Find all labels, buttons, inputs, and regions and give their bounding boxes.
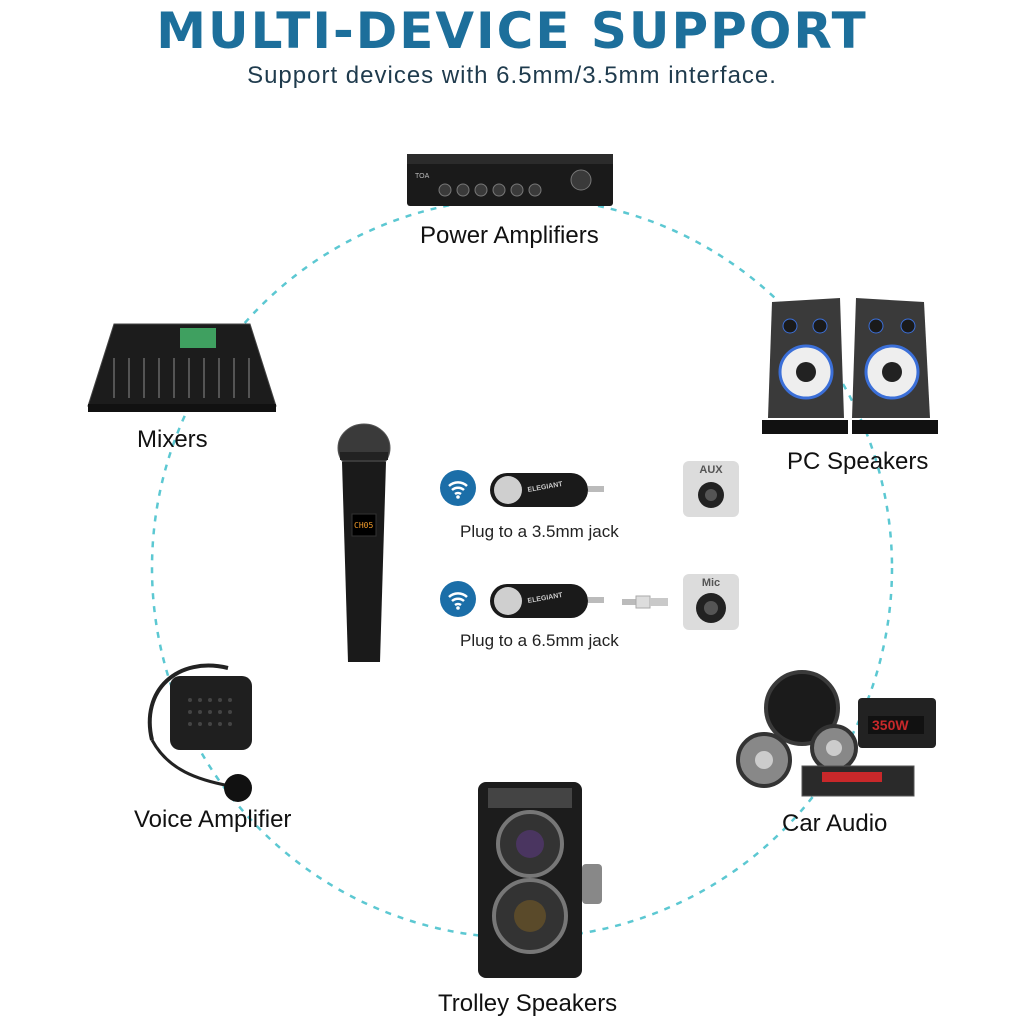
- pc-speakers-image: [760, 292, 940, 438]
- mixing-console-image: [84, 318, 280, 414]
- plug-35mm-label: Plug to a 3.5mm jack: [460, 522, 619, 541]
- car-audio-label: Car Audio: [782, 810, 888, 837]
- voice-amplifier-image: [138, 650, 268, 806]
- car-audio-badge: 350W: [872, 717, 909, 733]
- wireless-microphone-image: CH05: [334, 422, 394, 672]
- mic-jack-label: Mic: [701, 577, 721, 589]
- wifi-icon: [440, 470, 476, 506]
- receiver-dongle-image: ELEGIANT: [488, 581, 608, 621]
- car-audio-image: 350W: [736, 668, 940, 804]
- plug-65mm-label: Plug to a 6.5mm jack: [460, 631, 619, 650]
- mixers-label: Mixers: [137, 426, 208, 453]
- trolley-speaker-image: [474, 778, 606, 982]
- amplifier-brand: TOA: [415, 173, 430, 180]
- wifi-icon: [440, 581, 476, 617]
- voice-amplifier-label: Voice Amplifier: [134, 806, 292, 833]
- adapter-plug-icon: [620, 592, 670, 612]
- aux-jack-label: AUX: [699, 464, 723, 476]
- pc-speakers-label: PC Speakers: [787, 448, 929, 475]
- power-amplifier-image: TOA: [405, 148, 615, 210]
- trolley-speakers-label: Trolley Speakers: [438, 990, 618, 1017]
- page-title: MULTI-DEVICE SUPPORT: [156, 2, 868, 60]
- mic-jack-icon: Mic: [683, 574, 739, 630]
- mic-display: CH05: [354, 521, 373, 530]
- receiver-dongle-image: ELEGIANT: [488, 470, 608, 510]
- aux-jack-icon: AUX: [683, 461, 739, 517]
- page-subtitle: Support devices with 6.5mm/3.5mm interfa…: [247, 62, 777, 89]
- power-amplifiers-label: Power Amplifiers: [420, 222, 599, 249]
